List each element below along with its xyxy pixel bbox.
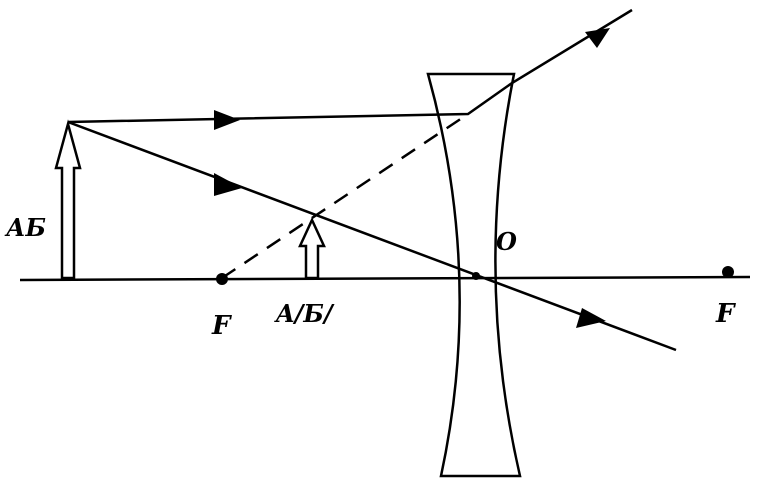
ray-through-center <box>67 120 677 352</box>
ray-arrowhead <box>214 173 242 196</box>
ray-arrowhead <box>585 28 610 48</box>
focus-label-right: F <box>715 299 736 329</box>
object-label: АБ <box>4 213 46 242</box>
image-arrow <box>298 217 326 280</box>
ray-arrowhead <box>214 110 240 130</box>
optical-center-point <box>472 272 480 280</box>
focus-point-right <box>722 266 734 278</box>
focus-point-left <box>216 273 228 285</box>
object-arrow <box>54 119 82 280</box>
optical-axis <box>19 275 751 282</box>
ray-extension-dashed <box>221 112 469 280</box>
diverging-lens <box>426 72 522 478</box>
focus-label-left: F <box>211 311 232 341</box>
center-label: O <box>496 227 517 256</box>
ray-parallel <box>67 8 633 124</box>
ray-arrowhead <box>576 308 606 328</box>
image-label: A/Б/ <box>274 299 335 328</box>
